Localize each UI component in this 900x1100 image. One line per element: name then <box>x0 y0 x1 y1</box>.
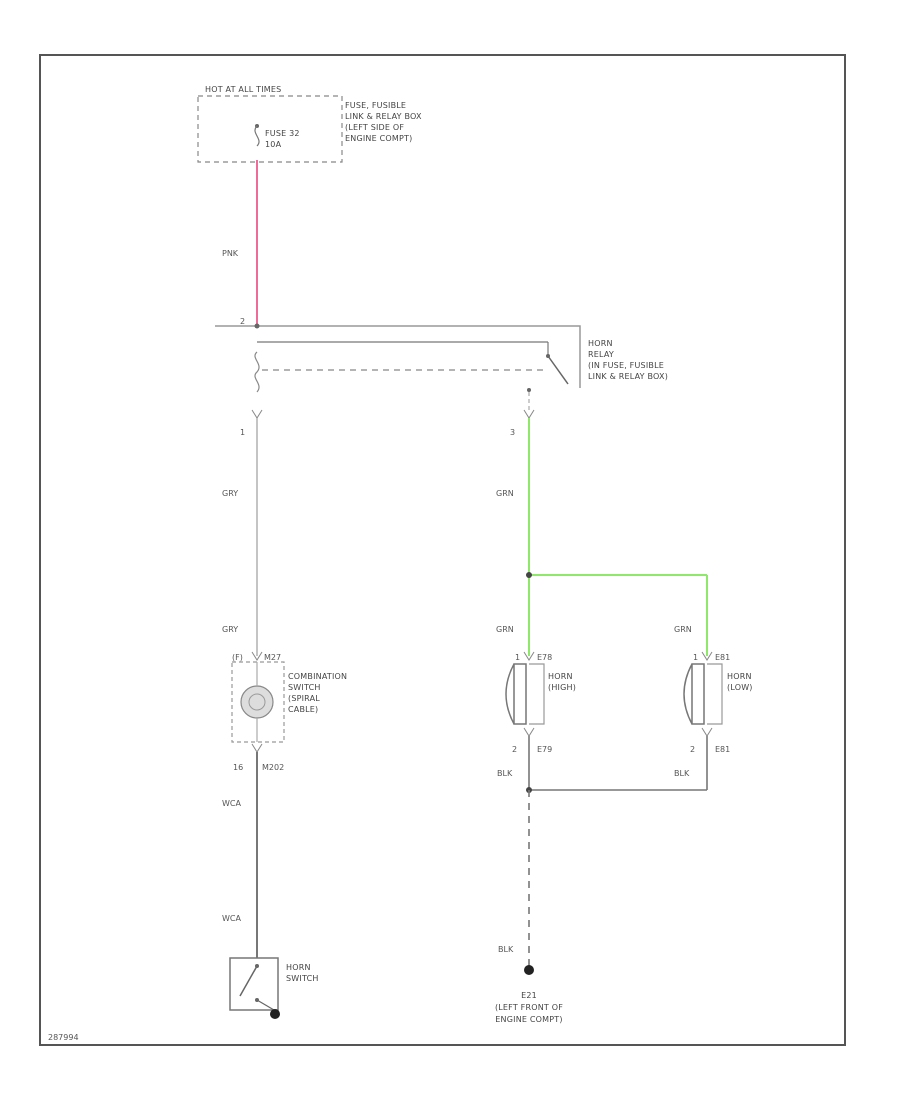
wire-label-wca-lower: WCA <box>222 914 241 923</box>
ground-desc-1: (LEFT FRONT OF <box>495 1003 563 1012</box>
fuse-box-desc-3: (LEFT SIDE OF <box>345 123 404 132</box>
combination-switch-bottom-connector <box>251 743 263 753</box>
relay-out-connector <box>523 409 535 419</box>
horn-high-desc-2: (HIGH) <box>548 683 576 692</box>
wire-label-grn-left: GRN <box>496 625 514 634</box>
combination-switch-pin-top-left: (F) <box>232 653 243 662</box>
horn-high-pin-top-num: 1 <box>515 653 520 662</box>
grn-splice <box>526 572 532 578</box>
horn-low-desc-2: (LOW) <box>727 683 753 692</box>
horn-low-pin-bottom-id: E81 <box>715 745 730 754</box>
horn-low-top-connector <box>701 651 713 661</box>
horn-switch-ground-lead <box>256 999 275 1011</box>
horn-switch-box <box>229 957 279 1011</box>
wire-label-grn-right: GRN <box>674 625 692 634</box>
relay-contact-point <box>546 354 550 358</box>
fuse-box-desc-4: ENGINE COMPT) <box>345 134 412 143</box>
wire-label-blk-left: BLK <box>497 769 513 778</box>
wire-label-gry-upper: GRY <box>222 489 238 498</box>
combination-switch-pin-top-right: M27 <box>264 653 281 662</box>
horn-low-bottom-connector <box>701 727 713 737</box>
horn-high-pin-bottom-id: E79 <box>537 745 552 754</box>
diagram-border <box>39 54 846 1046</box>
horn-high-desc-1: HORN <box>548 672 573 681</box>
relay-desc-1: HORN <box>588 339 613 348</box>
fuse-label-line1: FUSE 32 <box>265 129 300 138</box>
combination-switch-desc-1: COMBINATION <box>288 672 347 681</box>
horn-high-icon <box>505 663 527 725</box>
horn-low-pin-top-num: 1 <box>693 653 698 662</box>
relay-box-outline <box>215 325 581 388</box>
relay-pin-top: 2 <box>240 317 245 326</box>
horn-high-pin-top-id: E78 <box>537 653 552 662</box>
fuse-symbol <box>254 125 260 147</box>
horn-high-top-connector <box>523 651 535 661</box>
relay-in-connector <box>251 409 263 419</box>
spiral-cable-icon <box>240 685 274 719</box>
wire-label-blk-right: BLK <box>674 769 690 778</box>
combination-switch-pin-bottom-left: 16 <box>233 763 243 772</box>
combination-switch-pin-bottom-right: M202 <box>262 763 284 772</box>
wire-label-pnk: PNK <box>222 249 239 258</box>
diagram-code: 287994 <box>48 1033 79 1042</box>
horn-high-pin-bottom-num: 2 <box>512 745 517 754</box>
horn-switch-desc-1: HORN <box>286 963 311 972</box>
combination-switch-desc-3: (SPIRAL <box>288 694 320 703</box>
fuse-box-desc-1: FUSE, FUSIBLE <box>345 101 406 110</box>
horn-high-bottom-connector <box>523 727 535 737</box>
ground-point-icon <box>524 965 534 975</box>
horn-switch-desc-2: SWITCH <box>286 974 319 983</box>
ground-desc-2: ENGINE COMPT) <box>495 1015 562 1024</box>
combination-switch-desc-2: SWITCH <box>288 683 321 692</box>
wire-label-wca-upper: WCA <box>222 799 241 808</box>
combination-switch-desc-4: CABLE) <box>288 705 318 714</box>
relay-contact-arm <box>547 355 569 385</box>
combination-switch-outline <box>231 661 285 743</box>
horn-low-icon <box>683 663 705 725</box>
horn-low-body <box>707 663 723 725</box>
relay-pin-left: 1 <box>240 428 245 437</box>
relay-pin-right: 3 <box>510 428 515 437</box>
horn-low-pin-bottom-num: 2 <box>690 745 695 754</box>
wire-label-blk-ground: BLK <box>498 945 514 954</box>
horn-low-desc-1: HORN <box>727 672 752 681</box>
relay-desc-2: RELAY <box>588 350 614 359</box>
fuse-box-outline <box>197 95 343 163</box>
horn-low-pin-top-id: E81 <box>715 653 730 662</box>
ground-id: E21 <box>521 991 537 1000</box>
horn-switch-contact <box>239 965 258 997</box>
relay-terminal-3 <box>527 388 531 392</box>
relay-coil <box>254 351 260 393</box>
fuse-box-desc-2: LINK & RELAY BOX <box>345 112 422 121</box>
spiral-cable-icon-inner <box>248 693 266 711</box>
relay-desc-4: LINK & RELAY BOX) <box>588 372 668 381</box>
horn-switch-ground-icon <box>270 1009 280 1019</box>
fuse-box-header: HOT AT ALL TIMES <box>205 85 281 94</box>
relay-desc-3: (IN FUSE, FUSIBLE <box>588 361 664 370</box>
combination-switch-top-connector <box>251 651 263 661</box>
fuse-label-line2: 10A <box>265 140 282 149</box>
horn-high-body <box>529 663 545 725</box>
relay-terminal-2 <box>254 323 260 329</box>
wire-label-grn-upper: GRN <box>496 489 514 498</box>
wire-label-gry-lower: GRY <box>222 625 238 634</box>
